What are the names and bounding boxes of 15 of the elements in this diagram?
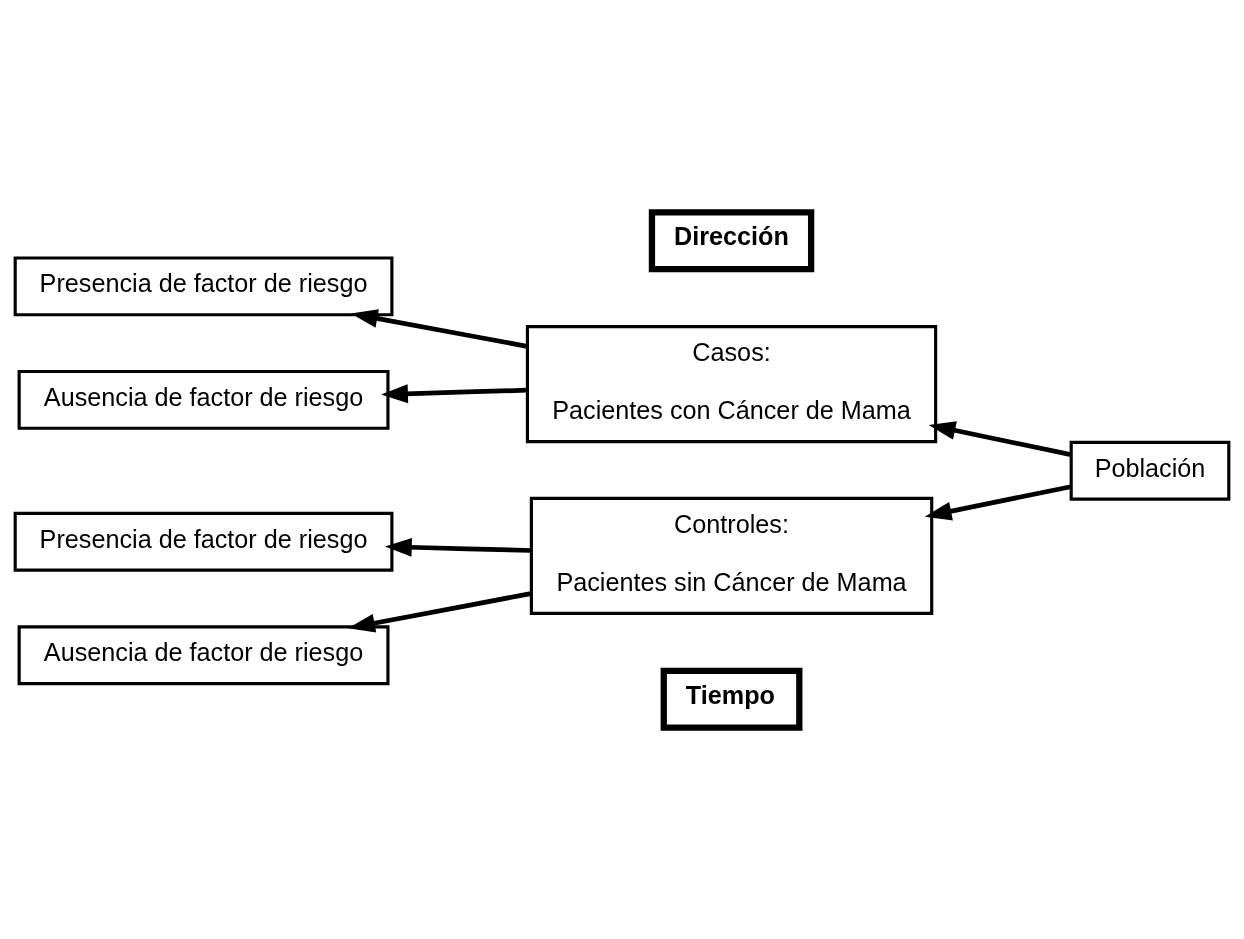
node-box: Controles: Pacientes sin Cáncer de Mama [529,496,934,615]
node-box: Presencia de factor de riesgo [13,255,394,316]
node-box: Presencia de factor de riesgo [13,511,394,572]
node-box: Casos: Pacientes con Cáncer de Mama [525,324,938,443]
node-box: Ausencia de factor de riesgo [17,624,390,685]
node-box: Dirección [648,208,815,272]
arrow [348,590,532,632]
arrow [350,308,528,349]
arrow [928,420,1072,457]
node-box: Ausencia de factor de riesgo [17,369,390,430]
node-box: Tiempo [660,667,803,731]
arrow [384,537,531,557]
node-box: Población [1069,440,1231,501]
arrow [381,383,528,403]
arrow [924,483,1072,520]
